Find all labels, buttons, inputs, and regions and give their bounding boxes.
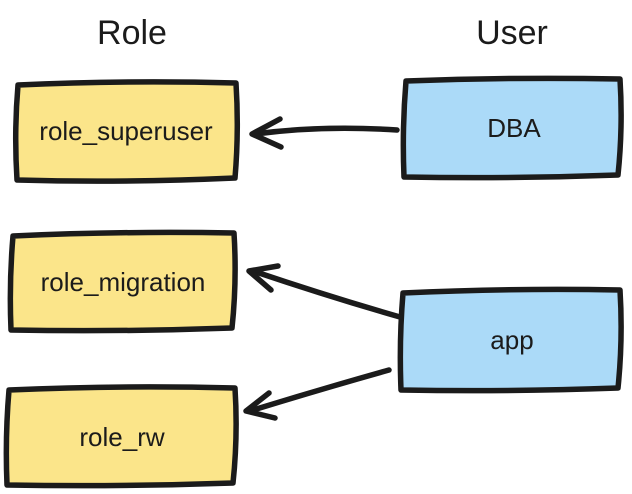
- arrowhead-icon: [243, 390, 278, 421]
- node-label-role-rw: role_rw: [79, 422, 164, 452]
- node-dba: DBA: [400, 75, 624, 181]
- column-title-user: User: [476, 14, 548, 52]
- arrowhead-icon: [246, 263, 281, 293]
- arrow-shaft: [252, 125, 400, 137]
- sketch-layer: Role User role_superuser DBA role_migrat…: [3, 14, 624, 489]
- node-label-dba: DBA: [487, 113, 541, 143]
- node-box-role-superuser: [12, 79, 241, 184]
- node-app: app: [397, 286, 624, 394]
- arrow-dba-to-role-superuser: [249, 116, 400, 150]
- node-box-role-migration: [7, 229, 238, 334]
- node-box-app: [397, 286, 624, 394]
- node-box-role-rw: [3, 384, 239, 489]
- node-box-dba: [400, 75, 624, 181]
- arrow-shaft: [247, 367, 392, 414]
- node-role-migration: role_migration: [7, 229, 238, 334]
- arrow-app-to-role-rw: [243, 367, 392, 421]
- node-label-role-migration: role_migration: [41, 267, 206, 297]
- node-label-app: app: [490, 325, 533, 355]
- node-role-superuser: role_superuser: [12, 79, 241, 184]
- arrow-shaft: [250, 268, 403, 320]
- node-label-role-superuser: role_superuser: [39, 116, 213, 146]
- arrowhead-icon: [249, 116, 284, 150]
- arrow-app-to-role-migration: [246, 263, 403, 320]
- column-title-role: Role: [97, 14, 167, 52]
- node-role-rw: role_rw: [3, 384, 239, 489]
